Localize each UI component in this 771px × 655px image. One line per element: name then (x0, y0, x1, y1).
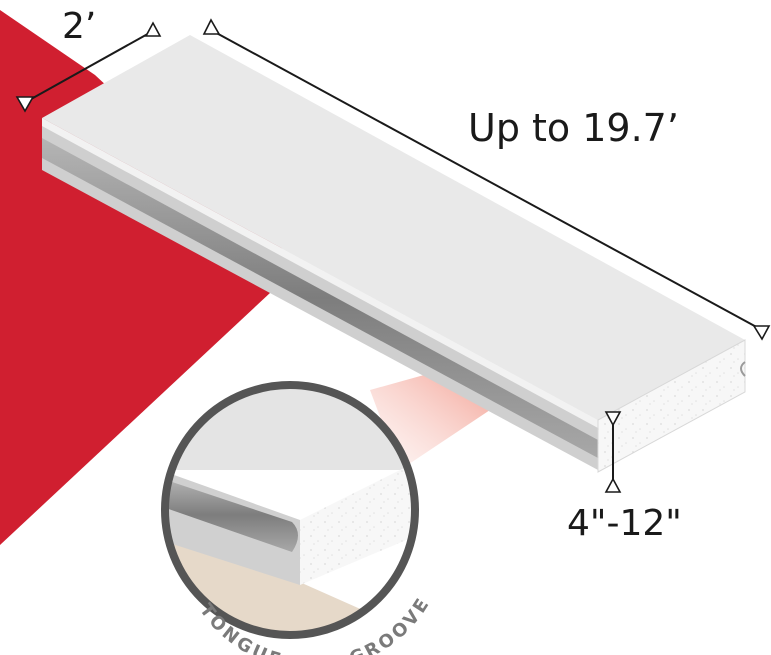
width-arrow-right (144, 21, 162, 37)
panel-groove (42, 138, 598, 458)
thickness-label: 4"-12" (567, 503, 682, 544)
detail-lens (161, 381, 419, 639)
length-dimension-line (210, 29, 763, 331)
thickness-arrow-bottom (604, 477, 622, 493)
panel-end-face (597, 339, 746, 473)
lens-ring (161, 381, 419, 639)
width-dimension-line (23, 30, 154, 104)
panel-top-face (42, 35, 745, 420)
panel-tongue (740, 361, 746, 377)
length-label: Up to 19.7’ (468, 106, 679, 150)
width-label: 2’ (62, 6, 96, 47)
width-arrow-left (15, 96, 35, 113)
panel-edge-highlight (42, 118, 598, 428)
length-arrow-bottom (752, 325, 771, 341)
length-arrow-top (202, 18, 221, 35)
thickness-arrow-top (604, 411, 622, 427)
